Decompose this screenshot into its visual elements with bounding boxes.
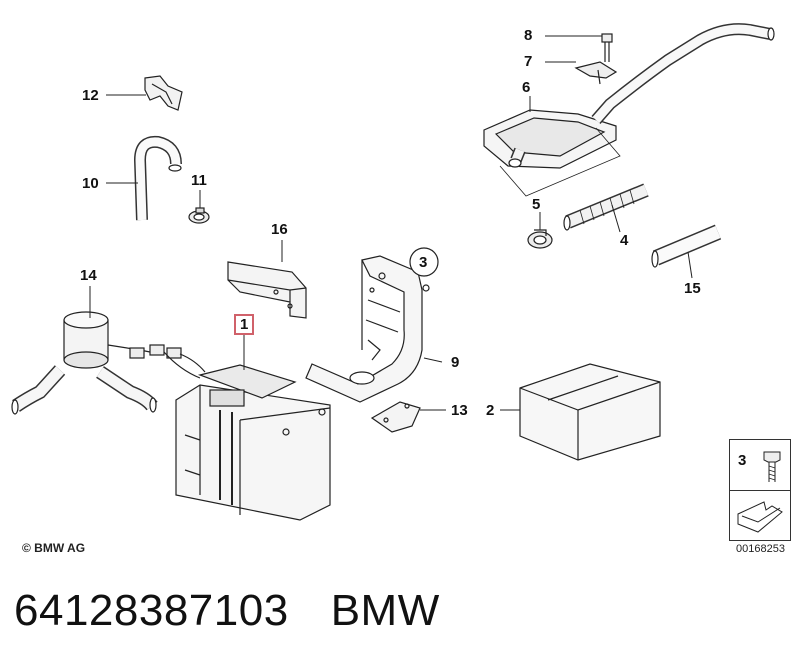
label-4: 4 [620, 232, 629, 249]
part-12-clip [144, 75, 183, 111]
label-5: 5 [532, 196, 541, 213]
part-14-pump [11, 311, 158, 415]
label-12: 12 [82, 87, 99, 104]
part-1-heater [175, 364, 331, 521]
arrow-icon [737, 501, 783, 533]
label-15: 15 [684, 280, 701, 297]
part-8-bolt [601, 33, 613, 62]
diagram-id: 00168253 [736, 543, 785, 555]
part-11-clamp [188, 207, 210, 224]
label-3: 3 [419, 254, 428, 271]
wiring-connectors [129, 344, 206, 379]
part-15-tube [651, 224, 722, 268]
part-number: 64128387103 [14, 586, 289, 635]
label-11: 11 [191, 172, 207, 189]
label-1: 1 [234, 314, 255, 335]
label-2: 2 [486, 402, 495, 419]
label-13: 13 [451, 402, 468, 419]
label-10: 10 [82, 175, 99, 192]
label-14: 14 [80, 267, 97, 284]
label-7: 7 [524, 53, 533, 70]
part-7-bracket [574, 61, 618, 85]
footer: 64128387103 BMW [14, 586, 440, 636]
label-16: 16 [271, 221, 288, 238]
part-16-cover [227, 261, 307, 319]
part-6-muffler [483, 23, 775, 197]
part-2-box [519, 363, 661, 461]
legend-number: 3 [738, 452, 747, 469]
bolt-icon [763, 451, 781, 482]
label-8: 8 [524, 27, 533, 44]
part-9-bracket [305, 255, 430, 403]
label-9: 9 [451, 354, 460, 371]
legend-box: 3 [729, 439, 791, 541]
part-10-hose [133, 135, 182, 221]
parts-diagram [11, 23, 775, 521]
legend-divider [730, 490, 790, 491]
part-5-clamp [527, 229, 553, 249]
leader-lines [89, 35, 693, 411]
label-6: 6 [522, 79, 531, 96]
brand-name: BMW [330, 586, 440, 635]
part-4-flexpipe [563, 183, 649, 231]
callout-3-circle [409, 247, 439, 277]
part-13-plate [370, 401, 421, 433]
copyright: © BMW AG [22, 541, 86, 555]
